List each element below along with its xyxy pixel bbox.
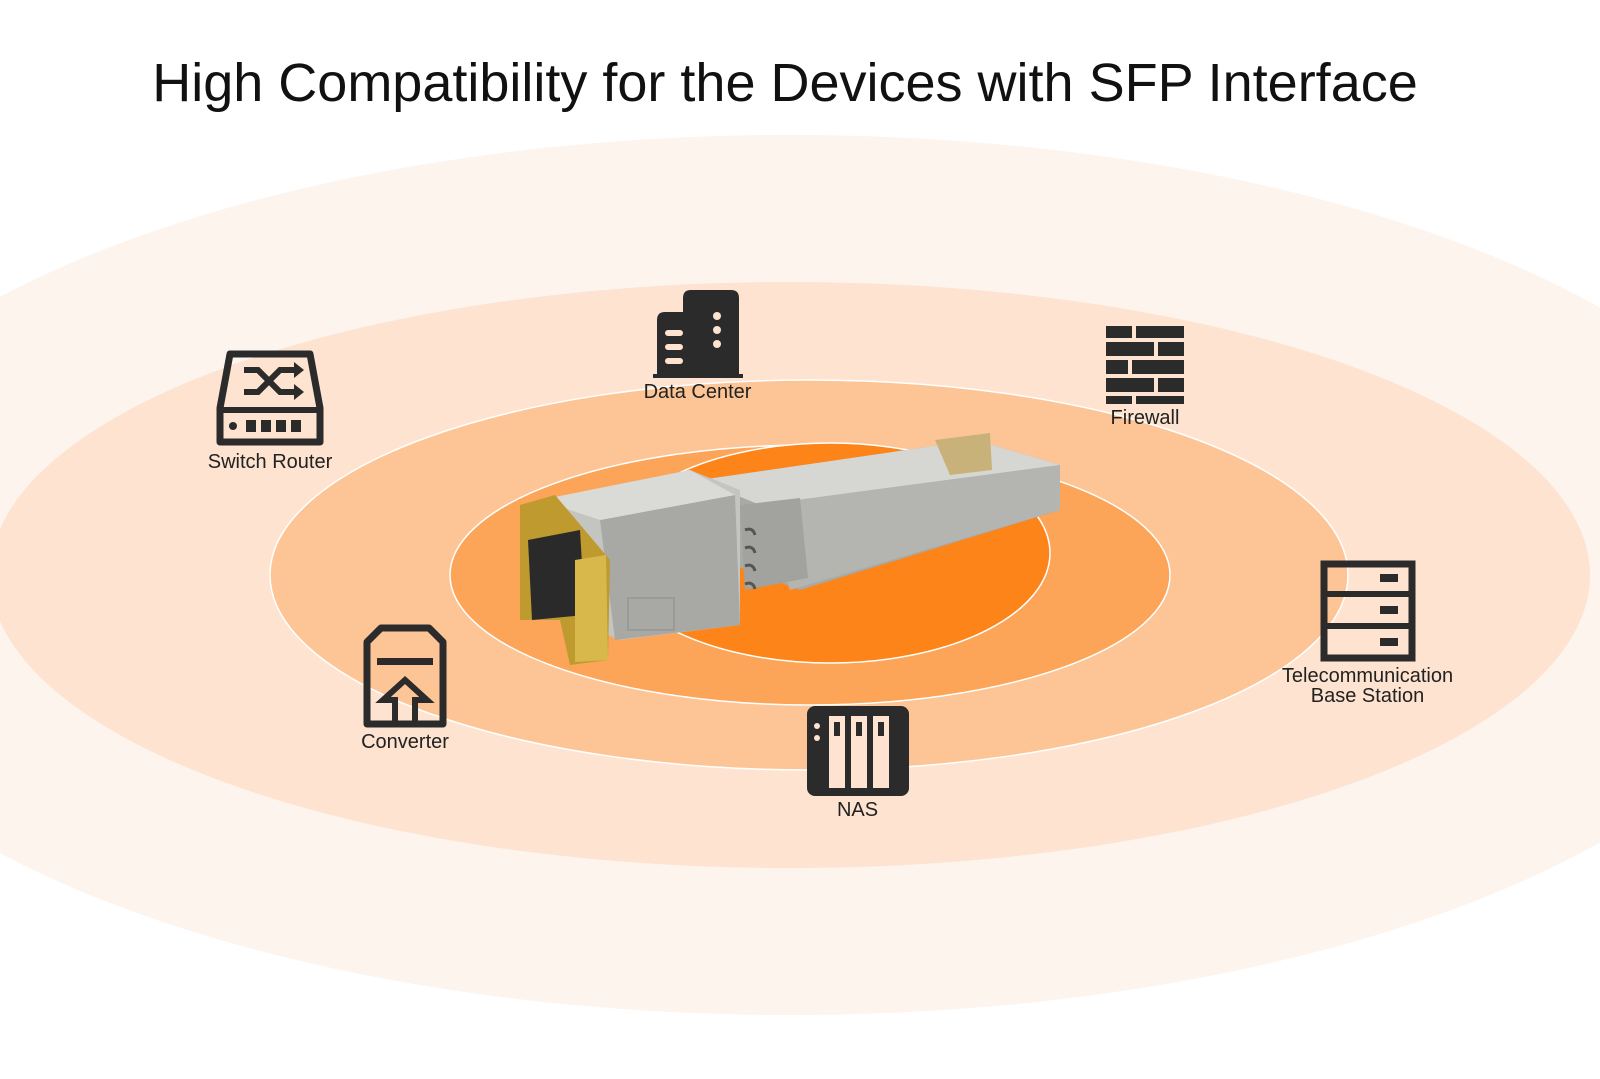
nas-icon: [806, 706, 909, 796]
switch-router-icon: [216, 350, 324, 446]
device-switch-router: Switch Router: [190, 350, 350, 472]
converter-icon: [363, 624, 447, 728]
firewall-icon: [1106, 326, 1184, 404]
device-nas: NAS: [790, 706, 925, 820]
device-data-center: Data Center: [620, 290, 775, 402]
device-converter: Converter: [340, 624, 470, 752]
device-label: Telecommunication Base Station: [1281, 665, 1454, 707]
data-center-icon: [652, 290, 743, 378]
sfp-module-image: [520, 433, 1060, 665]
page-title: High Compatibility for the Devices with …: [152, 53, 1418, 113]
server-rack-icon: [1320, 560, 1415, 662]
device-firewall: Firewall: [1085, 326, 1205, 428]
device-label: Data Center: [643, 381, 752, 403]
device-label: NAS: [836, 799, 879, 821]
device-label: Firewall: [1110, 407, 1180, 429]
device-label: Switch Router: [207, 451, 333, 473]
device-telecom-base-station: Telecommunication Base Station: [1260, 560, 1475, 706]
device-label: Converter: [361, 731, 449, 753]
